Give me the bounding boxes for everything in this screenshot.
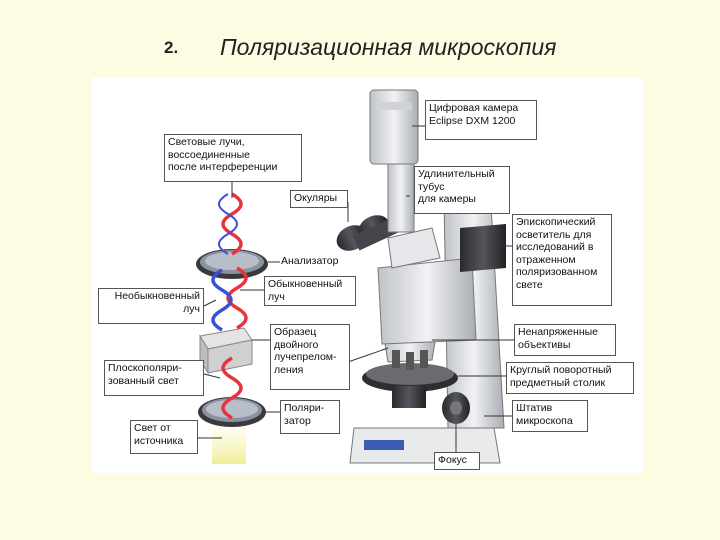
slide-number: 2.: [164, 38, 179, 57]
microscope: [336, 89, 506, 464]
polarizer-filter: [198, 397, 266, 427]
label-analyzer: Анализатор: [281, 255, 339, 267]
slide-title: Поляризационная микроскопия: [220, 34, 557, 60]
label-light-source: Свет от источника: [130, 420, 198, 454]
label-focus: Фокус: [434, 452, 480, 470]
analyzer-filter: [196, 249, 268, 279]
label-microscope-stand: Штатив микроскопа: [512, 400, 588, 432]
label-ordinary-ray: Обыкновенный луч: [264, 276, 356, 306]
label-plane-polarized-light: Плоскополяри- зованный свет: [104, 360, 204, 396]
light-waves: [211, 192, 248, 420]
label-specimen: Образец двойного лучепрелом- ления: [270, 324, 350, 390]
specimen-crystal: [199, 327, 253, 375]
label-objectives: Ненапряженные объективы: [514, 324, 616, 356]
label-extraordinary-ray: Необыкновенный луч: [98, 288, 204, 324]
label-camera: Цифровая камера Eclipse DXM 1200: [425, 100, 537, 140]
label-extension-tube: Удлинительный тубус для камеры: [414, 166, 510, 214]
diagram-panel: Цифровая камера Eclipse DXM 1200 Световы…: [92, 78, 643, 473]
label-polarizer: Поляри- затор: [280, 400, 340, 434]
label-eyepieces: Окуляры: [290, 190, 348, 208]
label-episcopic-illuminator: Эпископический осветитель для исследован…: [512, 214, 612, 306]
label-rotating-stage: Круглый поворотный предметный столик: [506, 362, 634, 394]
leader-lines: [198, 125, 514, 452]
label-light-rays: Световые лучи, воссоединенные после инте…: [164, 134, 302, 182]
